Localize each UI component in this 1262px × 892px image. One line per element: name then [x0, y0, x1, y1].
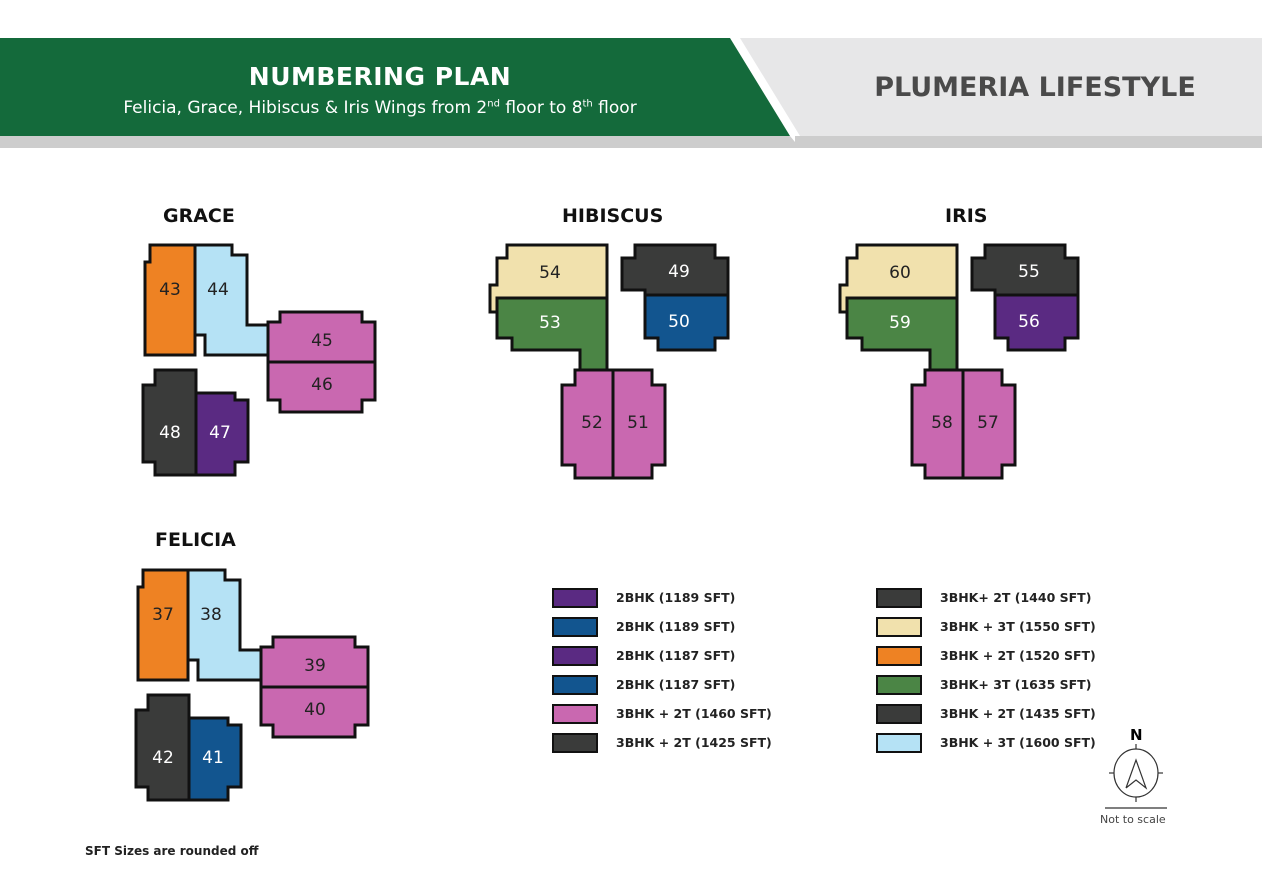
- unit-number: 55: [1018, 262, 1040, 282]
- legend-item: 2BHK (1187 SFT): [552, 641, 772, 670]
- unit-number: 60: [889, 263, 911, 283]
- legend-swatch: [876, 674, 922, 695]
- brand-name: PLUMERIA LIFESTYLE: [874, 72, 1196, 103]
- unit-number: 59: [889, 313, 911, 333]
- unit-54: [488, 243, 609, 314]
- page-title: NUMBERING PLAN: [248, 62, 512, 91]
- legend-item: 2BHK (1187 SFT): [552, 670, 772, 699]
- legend-swatch: [552, 703, 598, 724]
- legend-swatch: [552, 732, 598, 753]
- unit-number: 56: [1018, 312, 1040, 332]
- unit-56: [993, 293, 1080, 352]
- legend-item: 3BHK+ 2T (1440 SFT): [876, 583, 1096, 612]
- north-compass-icon: [1105, 744, 1167, 809]
- legend-item: 3BHK+ 3T (1635 SFT): [876, 670, 1096, 699]
- legend-label: 3BHK + 2T (1435 SFT): [940, 706, 1096, 721]
- legend-label: 2BHK (1189 SFT): [616, 619, 736, 634]
- legend-label: 3BHK + 2T (1425 SFT): [616, 735, 772, 750]
- legend-label: 3BHK + 3T (1550 SFT): [940, 619, 1096, 634]
- unit-38: [186, 568, 263, 682]
- legend-swatch: [876, 645, 922, 666]
- footnote: SFT Sizes are rounded off: [85, 844, 259, 858]
- legend-label: 3BHK + 2T (1460 SFT): [616, 706, 772, 721]
- wing-hibiscus: 54 53 49 50 52 51: [488, 243, 730, 480]
- legend-right: 3BHK+ 2T (1440 SFT) 3BHK + 3T (1550 SFT) 3…: [876, 583, 1096, 757]
- legend-item: 3BHK + 2T (1460 SFT): [552, 699, 772, 728]
- header-banner: [0, 38, 790, 136]
- unit-60: [838, 243, 959, 314]
- legend-swatch: [552, 616, 598, 637]
- unit-number: 51: [627, 413, 649, 433]
- unit-number: 53: [539, 313, 561, 333]
- legend-label: 3BHK+ 3T (1635 SFT): [940, 677, 1092, 692]
- legend-label: 3BHK + 2T (1520 SFT): [940, 648, 1096, 663]
- unit-number: 46: [311, 375, 333, 395]
- unit-41: [187, 716, 243, 802]
- legend-item: 2BHK (1189 SFT): [552, 612, 772, 641]
- unit-47: [194, 391, 250, 477]
- unit-number: 45: [311, 331, 333, 351]
- unit-number: 54: [539, 263, 561, 283]
- north-label: N: [1130, 726, 1143, 744]
- legend-item: 3BHK + 2T (1520 SFT): [876, 641, 1096, 670]
- legend-item: 3BHK + 2T (1425 SFT): [552, 728, 772, 757]
- unit-59: [845, 296, 959, 372]
- legend-label: 2BHK (1189 SFT): [616, 590, 736, 605]
- wing-grace: 43 44 45 46 48 47: [141, 243, 377, 477]
- header-underline: [0, 136, 800, 148]
- unit-number: 40: [304, 700, 326, 720]
- legend-label: 2BHK (1187 SFT): [616, 677, 736, 692]
- wing-label-grace: GRACE: [163, 205, 235, 227]
- legend-swatch: [552, 674, 598, 695]
- page-subtitle: Felicia, Grace, Hibiscus & Iris Wings fr…: [123, 98, 637, 118]
- legend-item: 3BHK + 3T (1550 SFT): [876, 612, 1096, 641]
- unit-number: 44: [207, 280, 229, 300]
- scale-note: Not to scale: [1100, 813, 1166, 826]
- unit-number: 42: [152, 748, 174, 768]
- legend-label: 3BHK + 3T (1600 SFT): [940, 735, 1096, 750]
- legend-swatch: [876, 703, 922, 724]
- unit-40: [259, 685, 370, 739]
- unit-number: 48: [159, 423, 181, 443]
- unit-51: [611, 368, 667, 480]
- wing-iris: 60 59 55 56 58 57: [838, 243, 1080, 480]
- unit-53: [495, 296, 609, 372]
- unit-number: 43: [159, 280, 181, 300]
- unit-number: 47: [209, 423, 231, 443]
- unit-number: 49: [668, 262, 690, 282]
- unit-number: 57: [977, 413, 999, 433]
- unit-46: [266, 360, 377, 414]
- brand-underline: [795, 136, 1262, 148]
- unit-number: 38: [200, 605, 222, 625]
- unit-number: 41: [202, 748, 224, 768]
- legend-swatch: [876, 587, 922, 608]
- wing-label-iris: IRIS: [945, 205, 987, 227]
- legend-swatch: [876, 616, 922, 637]
- legend-label: 3BHK+ 2T (1440 SFT): [940, 590, 1092, 605]
- unit-50: [643, 293, 730, 352]
- unit-37: [136, 568, 190, 682]
- unit-number: 52: [581, 413, 603, 433]
- unit-57: [961, 368, 1017, 480]
- legend-swatch: [876, 732, 922, 753]
- wing-label-felicia: FELICIA: [155, 529, 236, 551]
- legend-left: 2BHK (1189 SFT) 2BHK (1189 SFT) 2BHK (1187…: [552, 583, 772, 757]
- unit-number: 37: [152, 605, 174, 625]
- legend-swatch: [552, 587, 598, 608]
- wing-felicia: 37 38 39 40 42 41: [134, 568, 370, 802]
- legend-label: 2BHK (1187 SFT): [616, 648, 736, 663]
- brand-banner: [740, 38, 1262, 136]
- unit-number: 58: [931, 413, 953, 433]
- unit-number: 39: [304, 656, 326, 676]
- legend-item: 3BHK + 3T (1600 SFT): [876, 728, 1096, 757]
- unit-44: [193, 243, 270, 357]
- legend-item: 3BHK + 2T (1435 SFT): [876, 699, 1096, 728]
- wing-label-hibiscus: HIBISCUS: [562, 205, 663, 227]
- unit-43: [143, 243, 197, 357]
- legend-swatch: [552, 645, 598, 666]
- legend-item: 2BHK (1189 SFT): [552, 583, 772, 612]
- unit-number: 50: [668, 312, 690, 332]
